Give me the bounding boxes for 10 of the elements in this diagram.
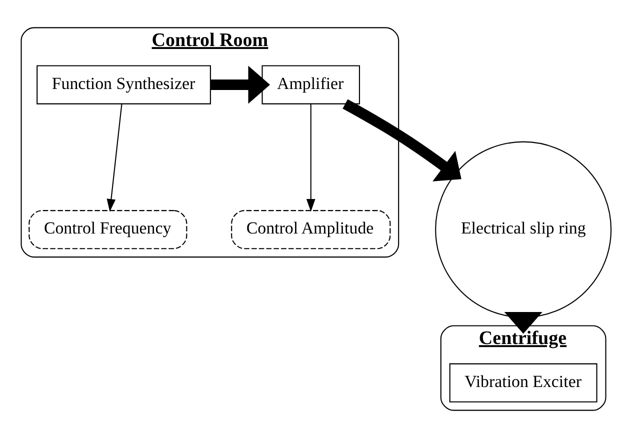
node-box: Control Frequency bbox=[28, 210, 188, 249]
arrow bbox=[306, 103, 316, 212]
node-box: Function Synthesizer bbox=[36, 64, 211, 104]
arrow bbox=[210, 65, 270, 104]
node-box: Amplifier bbox=[262, 64, 360, 104]
arrow bbox=[342, 98, 462, 181]
node-box: Control Amplitude bbox=[231, 210, 391, 249]
arrow bbox=[504, 312, 542, 334]
node-box: Vibration Exciter bbox=[449, 362, 598, 402]
arrow bbox=[106, 103, 122, 212]
